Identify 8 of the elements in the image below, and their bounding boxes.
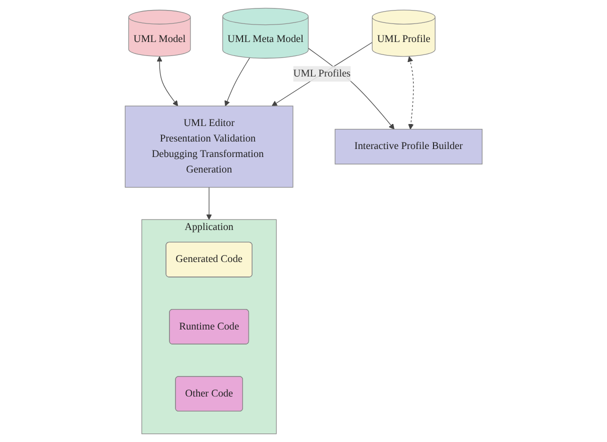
arrow bbox=[206, 186, 212, 220]
arrow bbox=[156, 56, 178, 106]
node-box: UML Editor Presentation Validation Debugging Transformation Generation bbox=[124, 106, 294, 188]
arrow bbox=[272, 42, 372, 106]
arrow bbox=[224, 57, 250, 106]
edge-label: UML Profiles bbox=[293, 68, 350, 80]
arrow bbox=[407, 56, 414, 130]
node-box: Interactive Profile Builder bbox=[334, 128, 482, 164]
